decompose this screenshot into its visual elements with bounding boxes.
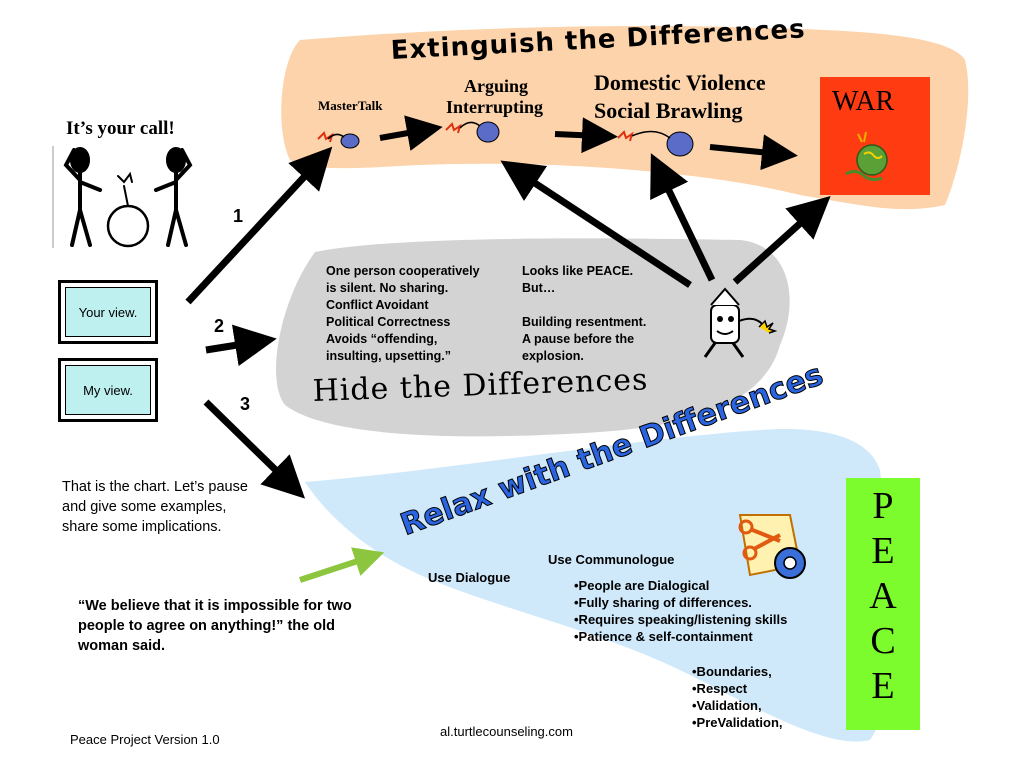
hide-left-line: Political Correctness bbox=[326, 315, 451, 329]
relax-blob bbox=[305, 429, 890, 742]
hide-right-line bbox=[522, 297, 646, 314]
arrow-path-2 bbox=[205, 324, 277, 367]
relax-list-item: •People are Dialogical bbox=[574, 578, 710, 593]
footer-url: al.turtlecounseling.com bbox=[440, 724, 573, 739]
your-view-label: Your view. bbox=[65, 287, 151, 337]
peace-box bbox=[846, 478, 920, 730]
label-war: WAR bbox=[832, 86, 895, 117]
my-view-label: My view. bbox=[65, 365, 151, 415]
hide-right-line: But… bbox=[522, 281, 556, 295]
scissors-clock-icon bbox=[738, 514, 806, 579]
peace-letter: E bbox=[871, 665, 895, 707]
relax-list-item: •Respect bbox=[692, 681, 748, 696]
arrow-erupt-3 bbox=[732, 195, 831, 285]
peace-letter: E bbox=[871, 530, 895, 572]
arrow-erupt-2 bbox=[650, 153, 716, 282]
relax-list-item: •Patience & self-containment bbox=[574, 629, 753, 644]
hide-left-line: Avoids “offending, bbox=[326, 332, 438, 346]
bomb-icon-arguing bbox=[445, 121, 500, 143]
hide-right-line: explosion. bbox=[522, 349, 584, 363]
label-path-2: 2 bbox=[214, 316, 225, 336]
footer-version: Peace Project Version 1.0 bbox=[70, 732, 220, 747]
quote-text: “We believe that it is impossible for tw… bbox=[78, 598, 352, 654]
peace-letter: C bbox=[870, 620, 896, 662]
hide-left-line: insulting, upsetting.” bbox=[326, 349, 451, 363]
label-mastertalk: MasterTalk bbox=[318, 98, 383, 113]
globe-icon bbox=[845, 131, 888, 182]
firecracker-icon bbox=[703, 287, 778, 358]
stick-figures-icon bbox=[63, 147, 193, 248]
relax-list-item: •Boundaries, bbox=[692, 664, 772, 679]
relax-list-2: •Boundaries, •Respect •Validation, •PreV… bbox=[692, 663, 783, 731]
relax-list-1: •People are Dialogical •Fully sharing of… bbox=[574, 577, 787, 645]
bomb-icon-violence bbox=[617, 130, 694, 157]
label-domestic-violence: Domestic Violence bbox=[594, 70, 766, 95]
hide-blob bbox=[276, 238, 790, 437]
hide-right-line: Looks like PEACE. bbox=[522, 264, 634, 278]
label-use-communologue: Use Communologue bbox=[548, 552, 675, 567]
peace-letter: P bbox=[872, 485, 894, 527]
hide-right-line: A pause before the bbox=[522, 332, 635, 346]
peace-letters: P E A C E bbox=[846, 484, 920, 709]
label-interrupting: Interrupting bbox=[446, 97, 544, 117]
label-use-dialogue: Use Dialogue bbox=[428, 570, 511, 585]
label-its-your-call: It’s your call! bbox=[66, 118, 175, 139]
arrow-escalate-3 bbox=[709, 134, 798, 171]
label-path-3: 3 bbox=[240, 394, 251, 414]
chart-note: That is the chart. Let’s pause and give … bbox=[62, 479, 248, 535]
hide-left-line: Conflict Avoidant bbox=[326, 298, 429, 312]
hide-left-line: One person cooperatively bbox=[326, 264, 480, 278]
label-social-brawling: Social Brawling bbox=[594, 98, 743, 123]
your-view-box: Your view. bbox=[58, 280, 158, 344]
hide-right-line: Building resentment. bbox=[522, 315, 647, 329]
my-view-box: My view. bbox=[58, 358, 158, 422]
arrow-erupt-1 bbox=[500, 160, 692, 288]
arrow-path-1 bbox=[185, 146, 333, 305]
hide-right-text: Looks like PEACE. But… Building resentme… bbox=[522, 263, 646, 365]
arrow-escalate-2 bbox=[554, 117, 618, 154]
arrow-escalate-1 bbox=[379, 115, 443, 151]
hide-left-text: One person cooperatively is silent. No s… bbox=[326, 263, 480, 365]
relax-list-item: •PreValidation, bbox=[692, 715, 783, 730]
relax-list-item: •Fully sharing of differences. bbox=[574, 595, 752, 610]
peace-letter: A bbox=[869, 575, 897, 617]
label-path-1: 1 bbox=[233, 206, 244, 226]
hide-left-line: is silent. No sharing. bbox=[326, 281, 449, 295]
relax-list-item: •Validation, bbox=[692, 698, 762, 713]
bomb-icon-mastertalk bbox=[317, 131, 360, 149]
arrow-green bbox=[299, 547, 385, 583]
arrow-path-3 bbox=[203, 399, 306, 499]
label-arguing: Arguing bbox=[464, 76, 529, 96]
relax-list-item: •Requires speaking/listening skills bbox=[574, 612, 788, 627]
